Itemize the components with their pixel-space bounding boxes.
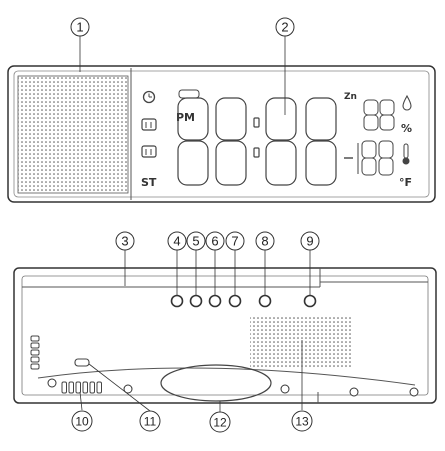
front-view: ST PM [7, 65, 436, 203]
back-speaker-grille [250, 317, 352, 367]
back-base-curve [37, 367, 416, 386]
svg-text:6: 6 [211, 234, 218, 249]
svg-text:5: 5 [192, 234, 199, 249]
digit-3 [265, 97, 297, 186]
digit-4 [305, 97, 337, 186]
digit-2 [215, 97, 247, 186]
percent-label: % [401, 122, 412, 135]
side-vents [30, 335, 40, 370]
callout-8: 8 [255, 231, 275, 251]
front-inner-frame [13, 70, 430, 198]
alarm2-icon [141, 145, 157, 158]
pm-segment [178, 89, 200, 99]
colon [253, 117, 260, 158]
control-buttons[interactable] [170, 294, 317, 308]
button-6[interactable] [208, 294, 222, 308]
st-label: ST [141, 176, 157, 189]
callout-7: 7 [225, 231, 245, 251]
svg-text:8: 8 [261, 234, 268, 249]
callout-5: 5 [186, 231, 206, 251]
screws [47, 378, 419, 397]
svg-text:7: 7 [231, 234, 238, 249]
callout-2: 2 [275, 17, 295, 37]
battery-compartment [160, 364, 272, 402]
callout-4: 4 [167, 231, 187, 251]
callout-3: 3 [115, 231, 135, 251]
callout-6: 6 [205, 231, 225, 251]
callout-9: 9 [300, 231, 320, 251]
svg-text:13: 13 [295, 415, 309, 429]
svg-text:3: 3 [121, 234, 128, 249]
clock-icon [142, 90, 156, 104]
button-4[interactable] [170, 294, 184, 308]
back-inner-frame [21, 275, 429, 396]
button-5[interactable] [189, 294, 203, 308]
svg-text:4: 4 [173, 234, 180, 249]
back-body [13, 267, 437, 404]
svg-text:2: 2 [281, 20, 288, 35]
front-body [7, 65, 436, 203]
unit-label: °F [399, 176, 412, 189]
callouts: 1 2 3 4 5 6 7 8 [70, 17, 320, 433]
button-8[interactable] [258, 294, 272, 308]
bottom-vents [61, 381, 102, 394]
time-digits [177, 97, 337, 186]
callout-11: 11 [139, 410, 161, 432]
zone-label: Zn [344, 92, 357, 102]
digit-1 [177, 97, 209, 186]
back-view [13, 267, 437, 404]
svg-text:11: 11 [144, 415, 157, 429]
svg-text:1: 1 [76, 20, 83, 35]
thermometer-icon [402, 143, 410, 165]
callout-1: 1 [70, 17, 90, 37]
temperature-digits [357, 140, 394, 176]
leader-lines [79, 36, 311, 412]
callout-10: 10 [71, 410, 93, 432]
button-7[interactable] [228, 294, 242, 308]
alarm1-icon [141, 118, 157, 131]
callout-12: 12 [209, 411, 231, 433]
svg-text:12: 12 [213, 416, 227, 430]
humidity-digits [363, 99, 395, 131]
callout-13: 13 [291, 410, 313, 432]
svg-text:9: 9 [306, 234, 313, 249]
button-9[interactable] [303, 294, 317, 308]
pm-label: PM [176, 111, 195, 124]
reset-switch[interactable] [74, 358, 90, 367]
svg-text:10: 10 [75, 415, 89, 429]
water-drop-icon [402, 94, 412, 111]
front-speaker-grille [17, 75, 129, 194]
